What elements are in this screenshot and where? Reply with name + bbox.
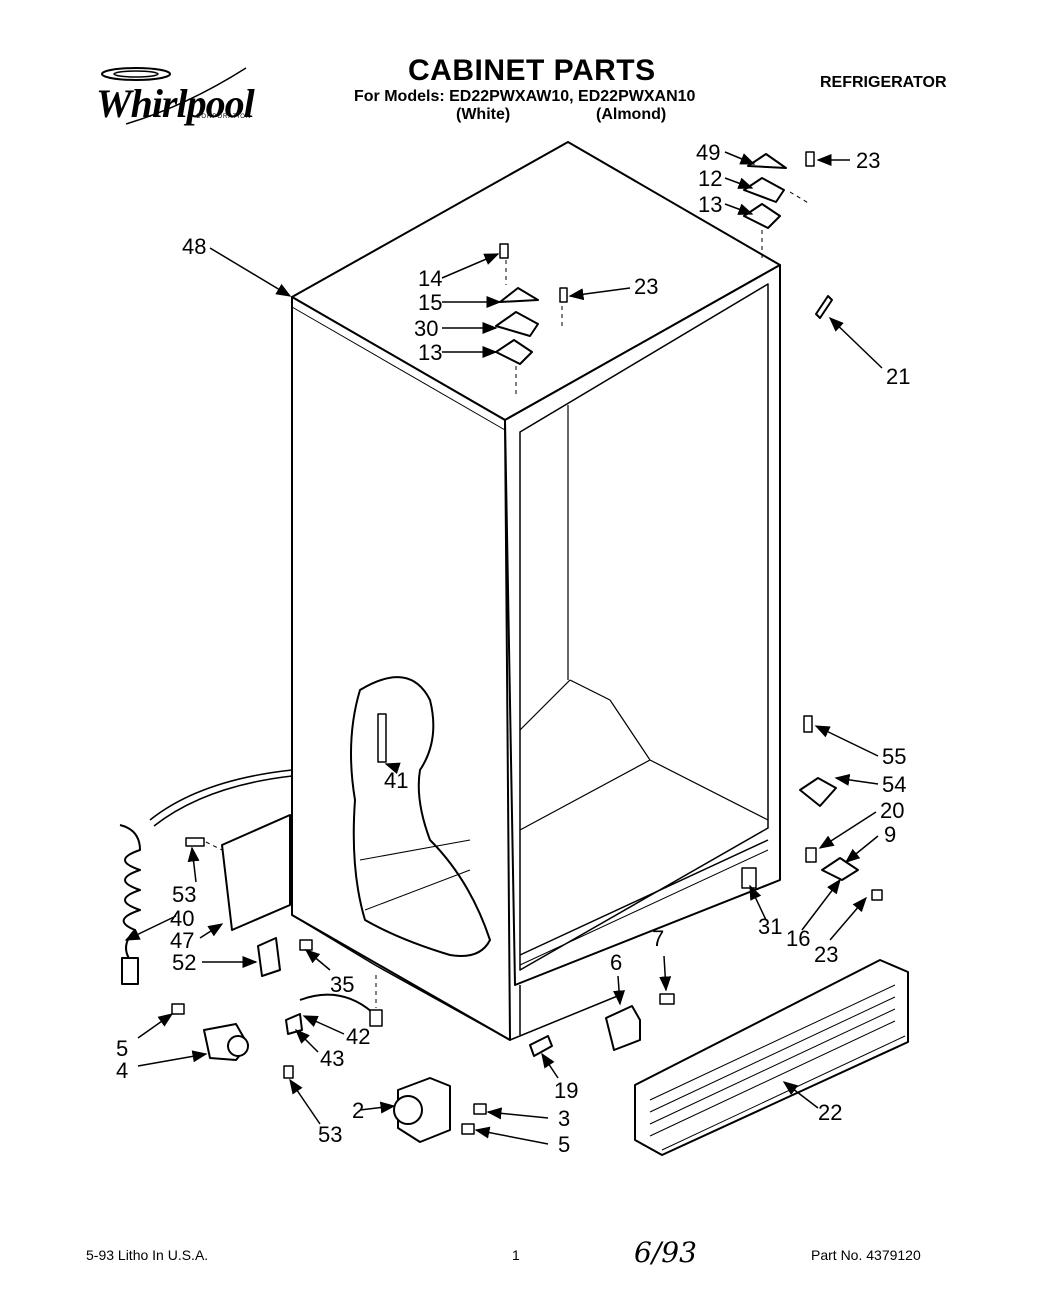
callout-5-bottom: 5 <box>558 1132 570 1157</box>
callout-54: 54 <box>882 772 906 797</box>
cabinet-side <box>291 296 511 1041</box>
handwritten-date: 6/93 <box>634 1236 697 1269</box>
callout-12: 12 <box>698 166 722 191</box>
cutaway-view <box>350 676 491 957</box>
callout-6: 6 <box>610 950 622 975</box>
callout-13-top-left: 13 <box>418 340 442 365</box>
callout-42: 42 <box>346 1024 370 1049</box>
callout-7: 7 <box>652 926 664 951</box>
model-list: For Models: ED22PWXAW10, ED22PWXAN10 <box>354 88 696 105</box>
callout-23-right: 23 <box>814 942 838 967</box>
callout-21: 21 <box>886 364 910 389</box>
callout-53-bottom: 53 <box>318 1122 342 1147</box>
power-cord <box>149 769 293 821</box>
callout-23-top-left: 23 <box>634 274 658 299</box>
callout-9: 9 <box>884 822 896 847</box>
callout-52: 52 <box>172 950 196 975</box>
logo-corporation: CORPORATION <box>196 114 252 120</box>
front-grille <box>634 959 909 1156</box>
page-title: CABINET PARTS <box>408 54 656 87</box>
callout-2: 2 <box>352 1098 364 1123</box>
callout-13-top-right: 13 <box>698 192 722 217</box>
logo-swoosh-icon <box>101 67 247 125</box>
callout-14: 14 <box>418 266 442 291</box>
callout-4: 4 <box>116 1058 128 1083</box>
callout-30: 30 <box>414 316 438 341</box>
callout-48: 48 <box>182 234 206 259</box>
color-almond: (Almond) <box>596 106 667 123</box>
page-number: 1 <box>512 1247 520 1263</box>
callout-19: 19 <box>554 1078 578 1103</box>
callout-5-left: 5 <box>116 1036 128 1061</box>
callout-41: 41 <box>384 768 408 793</box>
callout-47: 47 <box>170 928 194 953</box>
logo-wordmark: Whirlpool <box>96 81 255 126</box>
part-number: Part No. 4379120 <box>811 1247 921 1263</box>
cabinet-front-frame <box>504 264 781 986</box>
front-roller <box>397 1077 451 1143</box>
callout-23-top-right: 23 <box>856 148 880 173</box>
callout-40: 40 <box>170 906 194 931</box>
callout-15: 15 <box>418 290 442 315</box>
callout-20: 20 <box>880 798 904 823</box>
cabinet-opening <box>519 283 769 971</box>
callout-55: 55 <box>882 744 906 769</box>
cabinet-top <box>291 141 781 421</box>
appliance-type: REFRIGERATOR <box>820 74 947 91</box>
callout-53-left: 53 <box>172 882 196 907</box>
color-white: (White) <box>456 106 511 123</box>
callout-49: 49 <box>696 140 720 165</box>
callout-16: 16 <box>786 926 810 951</box>
callout-22: 22 <box>818 1100 842 1125</box>
callout-31: 31 <box>758 914 782 939</box>
callout-35: 35 <box>330 972 354 997</box>
whirlpool-logo: Whirlpool CORPORATION <box>96 66 256 126</box>
rear-roller <box>203 1023 249 1061</box>
callout-43: 43 <box>320 1046 344 1071</box>
print-info: 5-93 Litho In U.S.A. <box>86 1247 209 1263</box>
callout-3: 3 <box>558 1106 570 1131</box>
